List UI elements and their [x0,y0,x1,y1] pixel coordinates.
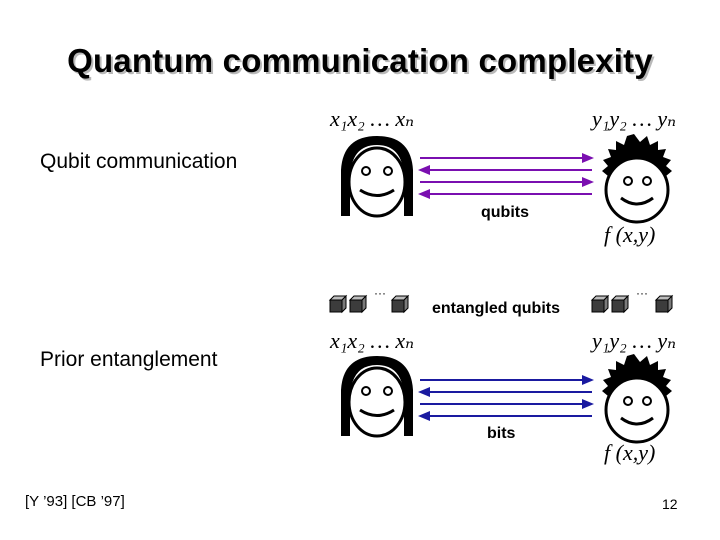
bob-input-qubit: y₁y₂ … yₙ [592,106,677,131]
output-function-entangled: f (x,y) [604,440,656,465]
bits-label: bits [487,425,516,442]
bob-face-icon [600,132,674,224]
output-function-qubit: f (x,y) [604,222,656,247]
alice-face-icon-2 [339,354,415,438]
entangled-qubits-label: entangled qubits [432,300,560,317]
alice-cube-ellipsis: ··· [374,286,386,300]
alice-input-entangled: x₁x₂ … xₙ [330,328,415,353]
bit-arrows [418,375,594,421]
prior-entanglement-label: Prior entanglement [40,348,218,371]
alice-input-qubit: x₁x₂ … xₙ [330,106,415,131]
page-number: 12 [662,496,678,512]
bob-cube-ellipsis: ··· [636,286,648,300]
citation: [Y ’93] [CB ’97] [25,493,125,510]
alice-entangled-cubes [329,295,409,313]
qubit-arrows [418,153,594,199]
slide-title: Quantum communication complexity [67,42,653,79]
qubits-label: qubits [481,204,529,221]
bob-entangled-cubes [591,295,673,313]
qubit-communication-label: Qubit communication [40,150,238,173]
bob-input-entangled: y₁y₂ … yₙ [592,328,677,353]
bob-face-icon-2 [600,352,674,444]
alice-face-icon [339,134,415,218]
